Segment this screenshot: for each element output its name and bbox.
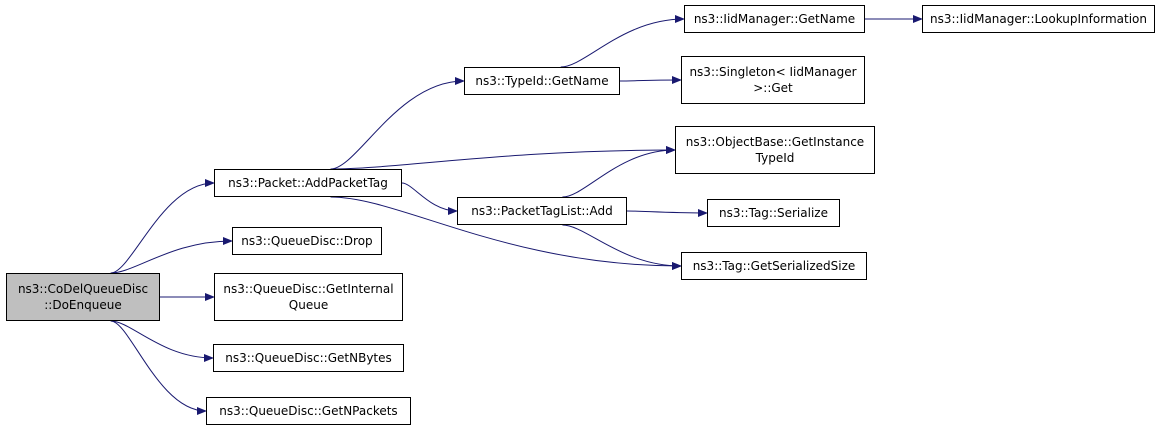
node-packettaglist-add-label: ns3::PacketTagList::Add [471,204,613,218]
call-edge-add_packet_tag-to-tag_get_serialized_size [330,196,682,270]
node-tag-serialize-label: ns3::Tag::Serialize [719,206,828,220]
node-queuedisc-getinternalqueue-line1: ns3::QueueDisc::GetInternal [223,282,394,296]
node-iidmanager-lookupinformation-label: ns3::IidManager::LookupInformation [930,12,1147,26]
node-iidmanager-getname[interactable]: ns3::IidManager::GetName [684,5,865,33]
node-queuedisc-getnpackets-label: ns3::QueueDisc::GetNPackets [219,404,398,418]
call-edge-packet_tag_list_add-to-tag_get_serialized_size [562,224,682,270]
call-edge-typeid_get_name-to-iid_get_name [560,15,685,68]
call-edge-root-to-get_n_packets [110,320,207,415]
call-edge-add_packet_tag-to-get_instance_typeid [330,146,676,170]
node-tag-getserializedsize-label: ns3::Tag::GetSerializedSize [692,259,856,273]
call-edge-add_packet_tag-to-typeid_get_name [330,77,465,170]
call-edge-packet_tag_list_add-to-tag_serialize [626,208,708,217]
node-iidmanager-lookupinformation[interactable]: ns3::IidManager::LookupInformation [922,5,1155,33]
call-edge-root-to-drop [110,237,233,274]
node-queuedisc-getnbytes-label: ns3::QueueDisc::GetNBytes [225,351,392,365]
call-edge-packet_tag_list_add-to-get_instance_typeid [562,146,676,198]
node-packet-addpackettag[interactable]: ns3::Packet::AddPacketTag [214,169,402,197]
call-edge-typeid_get_name-to-singleton_get [619,76,682,85]
node-queuedisc-drop[interactable]: ns3::QueueDisc::Drop [232,227,382,255]
node-queuedisc-getnbytes[interactable]: ns3::QueueDisc::GetNBytes [213,344,404,372]
node-objectbase-getinstancetypeid-line2: TypeId [755,151,795,165]
node-typeid-getname-label: ns3::TypeId::GetName [475,74,609,88]
node-objectbase-getinstancetypeid[interactable]: ns3::ObjectBase::GetInstance TypeId [675,126,875,174]
node-packettaglist-add[interactable]: ns3::PacketTagList::Add [457,197,627,225]
call-edge-add_packet_tag-to-packet_tag_list_add [401,182,458,215]
node-queuedisc-getinternalqueue-line2: Queue [288,298,329,312]
node-singleton-get[interactable]: ns3::Singleton< IidManager >::Get [681,56,865,104]
node-queuedisc-drop-label: ns3::QueueDisc::Drop [241,234,373,248]
node-typeid-getname[interactable]: ns3::TypeId::GetName [464,67,620,95]
call-edge-root-to-get_n_bytes [110,320,214,362]
node-codel-doenqueue-line2: ::DoEnqueue [44,298,122,312]
node-codel-doenqueue: ns3::CoDelQueueDisc ::DoEnqueue [6,273,160,321]
node-codel-doenqueue-line1: ns3::CoDelQueueDisc [17,282,149,296]
node-objectbase-getinstancetypeid-line1: ns3::ObjectBase::GetInstance [685,135,865,149]
node-packet-addpackettag-label: ns3::Packet::AddPacketTag [228,176,388,190]
node-queuedisc-getnpackets[interactable]: ns3::QueueDisc::GetNPackets [206,397,411,425]
node-iidmanager-getname-label: ns3::IidManager::GetName [693,12,856,26]
node-singleton-get-line2: >::Get [753,81,793,95]
node-tag-serialize[interactable]: ns3::Tag::Serialize [707,199,840,227]
call-edge-root-to-add_packet_tag [110,179,215,274]
node-queuedisc-getinternalqueue[interactable]: ns3::QueueDisc::GetInternal Queue [214,273,403,321]
node-singleton-get-line1: ns3::Singleton< IidManager [689,65,857,79]
node-tag-getserializedsize[interactable]: ns3::Tag::GetSerializedSize [681,252,867,280]
